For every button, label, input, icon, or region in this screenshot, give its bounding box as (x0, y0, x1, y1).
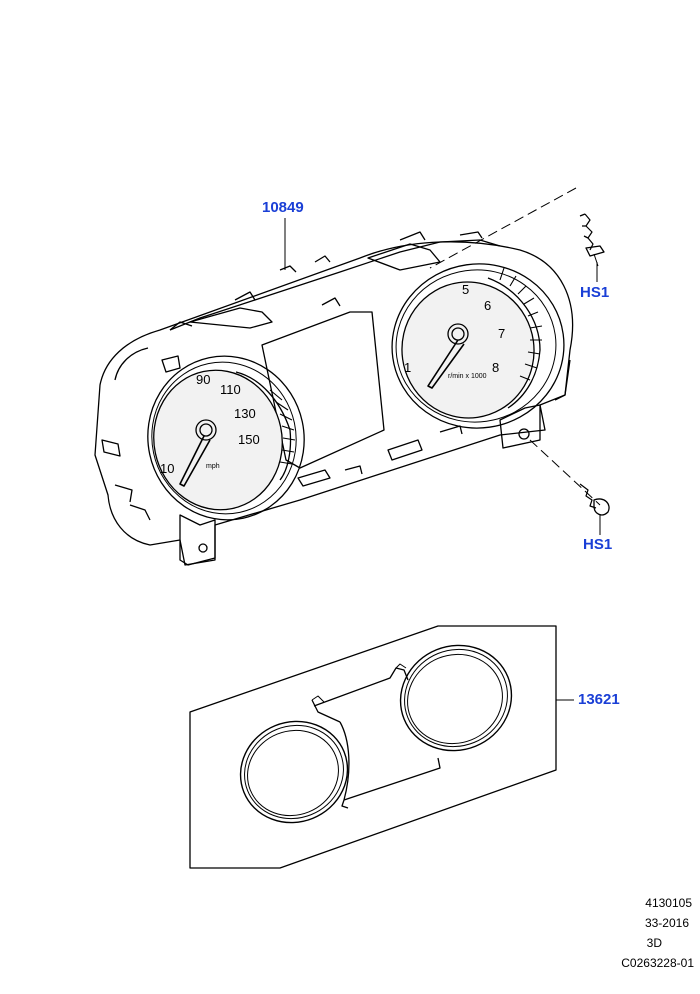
tachometer-label-7: 7 (498, 326, 505, 341)
speedometer-hub (195, 419, 217, 441)
cluster-top-ridge (169, 239, 501, 331)
cluster-housing (94, 241, 574, 566)
tachometer-label-1: 1 (404, 360, 411, 375)
screw-top-head (585, 245, 605, 257)
ref-code: C0263228-01 (621, 956, 694, 970)
instrument-cluster[interactable]: 90 110 130 150 10 mph 5 6 7 8 (94, 231, 575, 566)
tachometer-label-8: 8 (492, 360, 499, 375)
speedometer-label-10: 10 (160, 461, 174, 476)
ref-date: 33-2016 (644, 916, 689, 930)
callout-instrument-cluster[interactable]: 10849 (262, 199, 304, 216)
center-display (261, 311, 385, 469)
tachometer-unit: r/min x 1000 (448, 373, 487, 380)
tachometer-label-5: 5 (462, 282, 469, 297)
bezel-frame (311, 667, 441, 809)
tachometer: 5 6 7 8 1 r/min x 1000 (391, 263, 565, 429)
speedometer-dial (153, 369, 283, 511)
ref-number: 4130105 (645, 896, 692, 910)
mount-bracket-left (179, 514, 216, 566)
ref-view: 3D (646, 936, 662, 950)
bezel-box (189, 625, 557, 869)
tachometer-needle (427, 339, 465, 389)
speedometer-label-90: 90 (196, 372, 210, 387)
bezel-ring-right (399, 644, 513, 752)
screw-top[interactable] (579, 213, 605, 267)
screw-bottom-head (593, 498, 610, 516)
speedometer-outer-ring (147, 355, 305, 521)
speedometer: 90 110 130 150 10 mph (147, 355, 305, 521)
tachometer-hub (447, 323, 469, 345)
bezel-part[interactable] (225, 629, 527, 839)
callout-screw-top[interactable]: HS1 (580, 284, 610, 301)
speedometer-unit: mph (206, 463, 220, 470)
bezel-ring-left (239, 720, 349, 824)
speedometer-label-110: 110 (220, 382, 241, 397)
mount-bracket-right (499, 404, 541, 449)
callout-screw-bottom[interactable]: HS1 (583, 536, 613, 553)
callout-bezel[interactable]: 13621 (578, 691, 620, 708)
speedometer-label-130: 130 (234, 406, 256, 421)
speedometer-needle (179, 435, 211, 487)
tachometer-label-6: 6 (484, 298, 491, 313)
speedometer-label-150: 150 (238, 432, 260, 447)
screw-bottom-centerline (529, 439, 601, 506)
screw-top-centerline (429, 187, 577, 269)
screw-bottom[interactable] (579, 483, 610, 516)
tachometer-outer-ring (391, 263, 565, 429)
